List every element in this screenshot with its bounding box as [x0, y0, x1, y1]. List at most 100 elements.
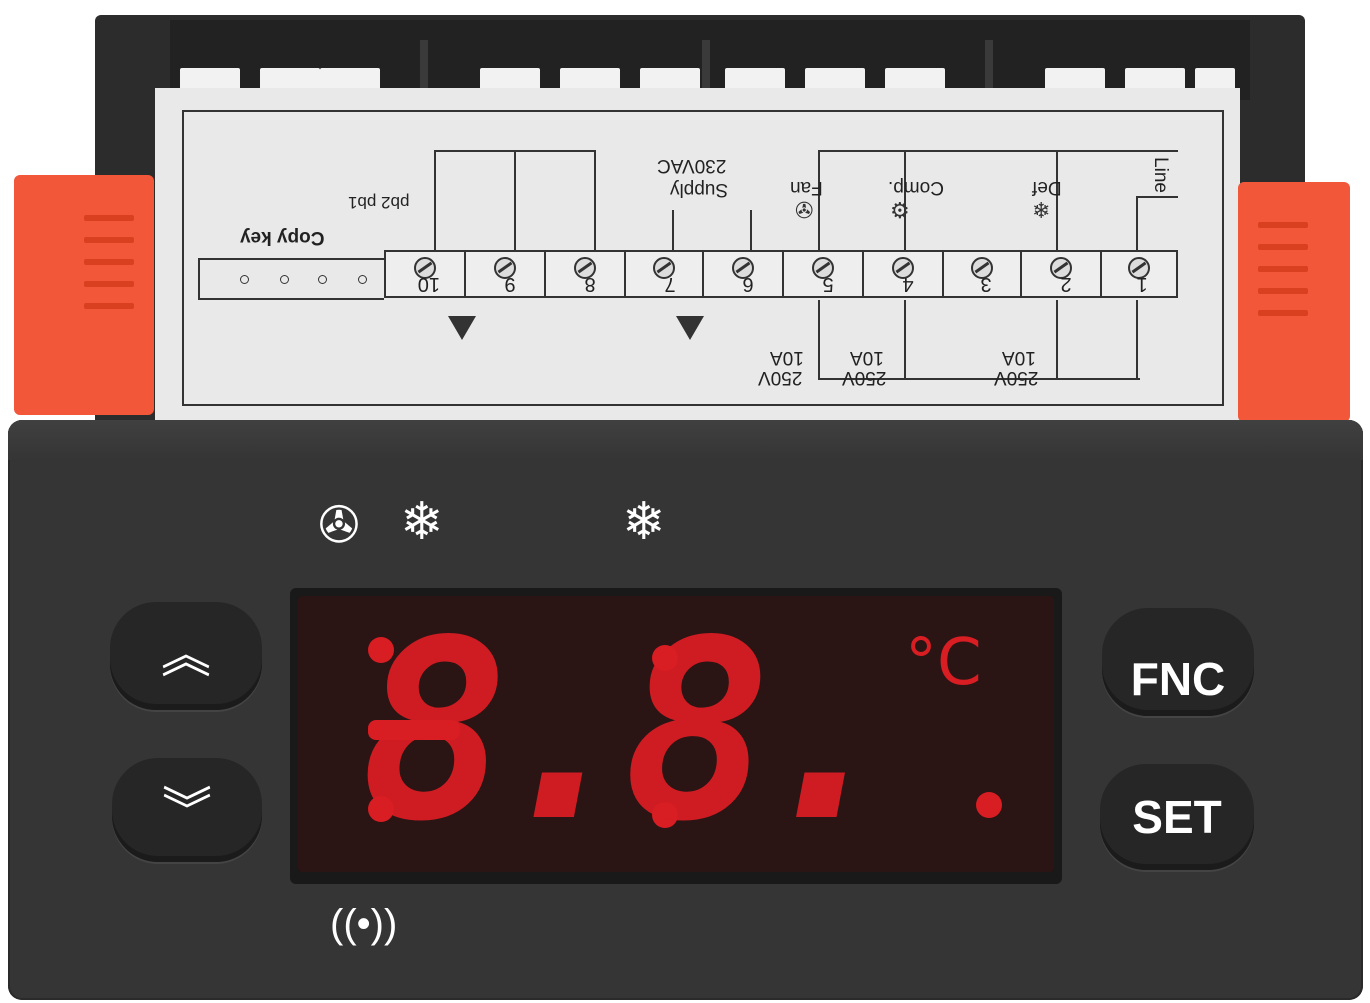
down-chevron-icon: ︾: [162, 783, 212, 839]
line-text: Line: [1149, 157, 1171, 193]
terminal-number: 8: [584, 273, 596, 295]
port-pin: [358, 275, 367, 284]
relay-voltage-text: 250V: [994, 367, 1039, 388]
indicator-dot: [368, 637, 394, 663]
screw-icon: [414, 257, 436, 279]
down-button[interactable]: ︾: [112, 758, 262, 862]
clip-rib: [1258, 310, 1308, 316]
def-text: Def: [1032, 177, 1062, 198]
up-chevron-icon: ︽: [161, 627, 211, 683]
terminal-cell: [546, 252, 626, 296]
terminal-number: 10: [417, 273, 440, 295]
terminal-number: 4: [902, 273, 914, 295]
port-pin: [280, 275, 289, 284]
comp-text: Comp.: [888, 177, 944, 198]
clip-rib: [1258, 222, 1308, 228]
terminal-cell: [704, 252, 784, 296]
decimal-dot: [652, 802, 678, 828]
supply-wire: [750, 210, 752, 250]
supply-text: Supply: [670, 179, 729, 200]
probe-text: pb2 pb1: [348, 193, 410, 212]
info-triangle-icon: [448, 316, 476, 340]
terminal-number: 1: [1136, 273, 1148, 295]
temperature-digits: 8.8.: [360, 588, 903, 876]
set-button-label: SET: [1132, 791, 1222, 843]
relay-current-text: 10A: [850, 347, 884, 368]
fan-text: Fan: [790, 177, 823, 198]
indicator-dot: [368, 796, 394, 822]
label-fan-icon: ✇: [795, 198, 814, 223]
screw-icon: [494, 257, 516, 279]
terminal-cell: [386, 252, 466, 296]
clip-rib: [84, 259, 134, 265]
screw-icon: [812, 257, 834, 279]
line-wire: [1136, 196, 1138, 250]
colon-dot: [652, 645, 678, 671]
minus-segment: [368, 720, 460, 740]
terminal-cell: [1022, 252, 1102, 296]
terminal-number: 5: [822, 273, 834, 295]
bezel-sheen: [8, 420, 1363, 460]
clip-rib: [1258, 244, 1308, 250]
probe-wire: [434, 150, 596, 152]
up-button[interactable]: ︽: [110, 602, 262, 710]
port-pin: [240, 275, 249, 284]
relay-wire: [1056, 300, 1058, 378]
fnc-button[interactable]: FNC: [1102, 608, 1254, 716]
terminal-cell: [944, 252, 1022, 296]
wiring-diagram-frame: [182, 110, 1224, 406]
common-line-wire: [818, 150, 1178, 152]
screw-icon: [574, 257, 596, 279]
clip-rib: [84, 215, 134, 221]
alarm-icon: ((•)): [330, 902, 398, 946]
clip-rib: [84, 303, 134, 309]
copy-key-text: Copy key: [240, 227, 325, 248]
screw-icon: [732, 257, 754, 279]
terminal-cell: [626, 252, 704, 296]
terminal-cell: [784, 252, 864, 296]
load-wire: [1056, 150, 1058, 250]
copy-key-port: [198, 258, 384, 300]
relay-wire: [818, 300, 820, 378]
terminal-number: 9: [504, 273, 516, 295]
screw-icon: [971, 257, 993, 279]
screw-icon: [653, 257, 675, 279]
terminal-cell: [864, 252, 944, 296]
fan-icon: ✇: [318, 497, 360, 553]
probe-wire: [434, 150, 436, 250]
screw-icon: [1050, 257, 1072, 279]
label-compressor-icon: ⚙: [890, 198, 910, 223]
supply-wire: [672, 210, 674, 250]
line-wire: [1136, 196, 1178, 198]
relay-wire: [904, 300, 906, 378]
terminal-number: 3: [980, 273, 992, 295]
clip-rib: [84, 281, 134, 287]
left-mounting-clip: [14, 175, 154, 415]
relay-wire: [818, 378, 904, 380]
terminal-number: 7: [664, 273, 676, 295]
terminal-cell: [1102, 252, 1176, 296]
relay-voltage-text: 250V: [758, 367, 803, 388]
terminal-number: 2: [1060, 273, 1072, 295]
load-wire: [818, 150, 820, 250]
snowflake-icon: ❄: [622, 493, 666, 551]
slot-divider: [985, 40, 993, 122]
fnc-button-label: FNC: [1130, 653, 1226, 705]
relay-wire: [904, 378, 1140, 380]
clip-rib: [84, 237, 134, 243]
slot-divider: [420, 40, 428, 122]
port-pin: [318, 275, 327, 284]
screw-terminal-row: [384, 250, 1178, 298]
load-wire: [904, 150, 906, 250]
terminal-number: 6: [742, 273, 754, 295]
right-mounting-clip: [1238, 182, 1350, 422]
slot-divider: [702, 40, 710, 122]
supply-voltage-text: 230VAC: [657, 155, 727, 176]
relay-wire: [1136, 300, 1138, 380]
probe-wire: [594, 150, 596, 250]
relay-current-text: 10A: [1002, 347, 1036, 368]
clip-rib: [1258, 266, 1308, 272]
set-button[interactable]: SET: [1100, 764, 1254, 870]
label-defrost-icon: ❄: [1032, 198, 1051, 223]
